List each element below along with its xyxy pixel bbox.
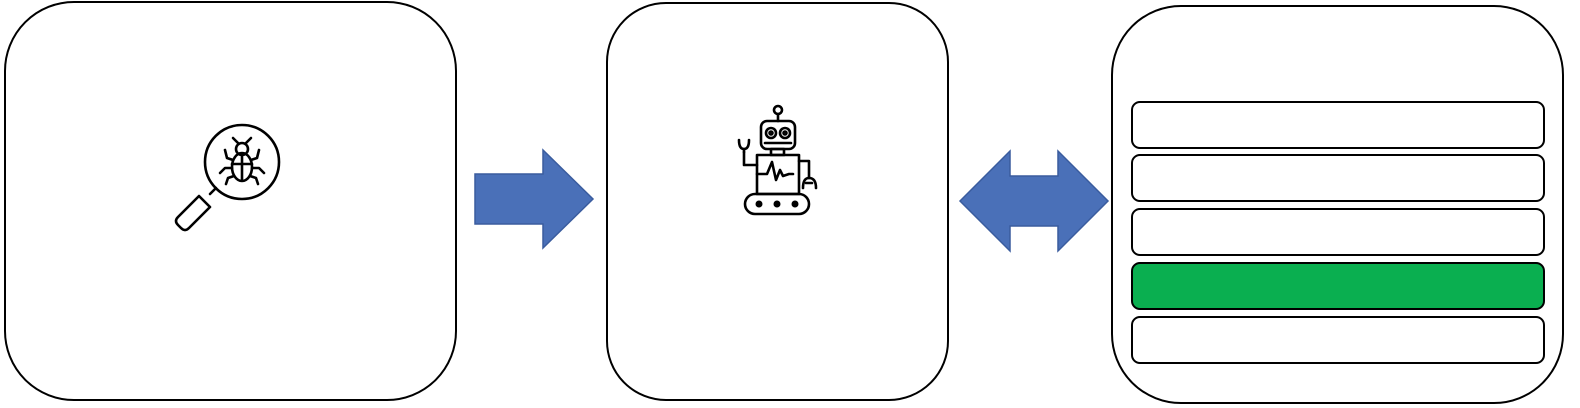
slot-item-3 bbox=[1131, 208, 1545, 256]
right-arrow-shape bbox=[474, 148, 595, 250]
bug-search-panel bbox=[4, 1, 457, 401]
bidirectional-arrow bbox=[958, 149, 1110, 253]
robot-icon bbox=[737, 104, 818, 216]
slot-item-5 bbox=[1131, 316, 1545, 364]
slot-item-1 bbox=[1131, 101, 1545, 149]
bug-search-icon bbox=[174, 123, 281, 232]
bidirectional-arrow-shape bbox=[958, 149, 1110, 253]
slot-item-4-highlighted bbox=[1131, 262, 1545, 310]
right-arrow bbox=[474, 148, 595, 250]
slot-item-2 bbox=[1131, 154, 1545, 202]
